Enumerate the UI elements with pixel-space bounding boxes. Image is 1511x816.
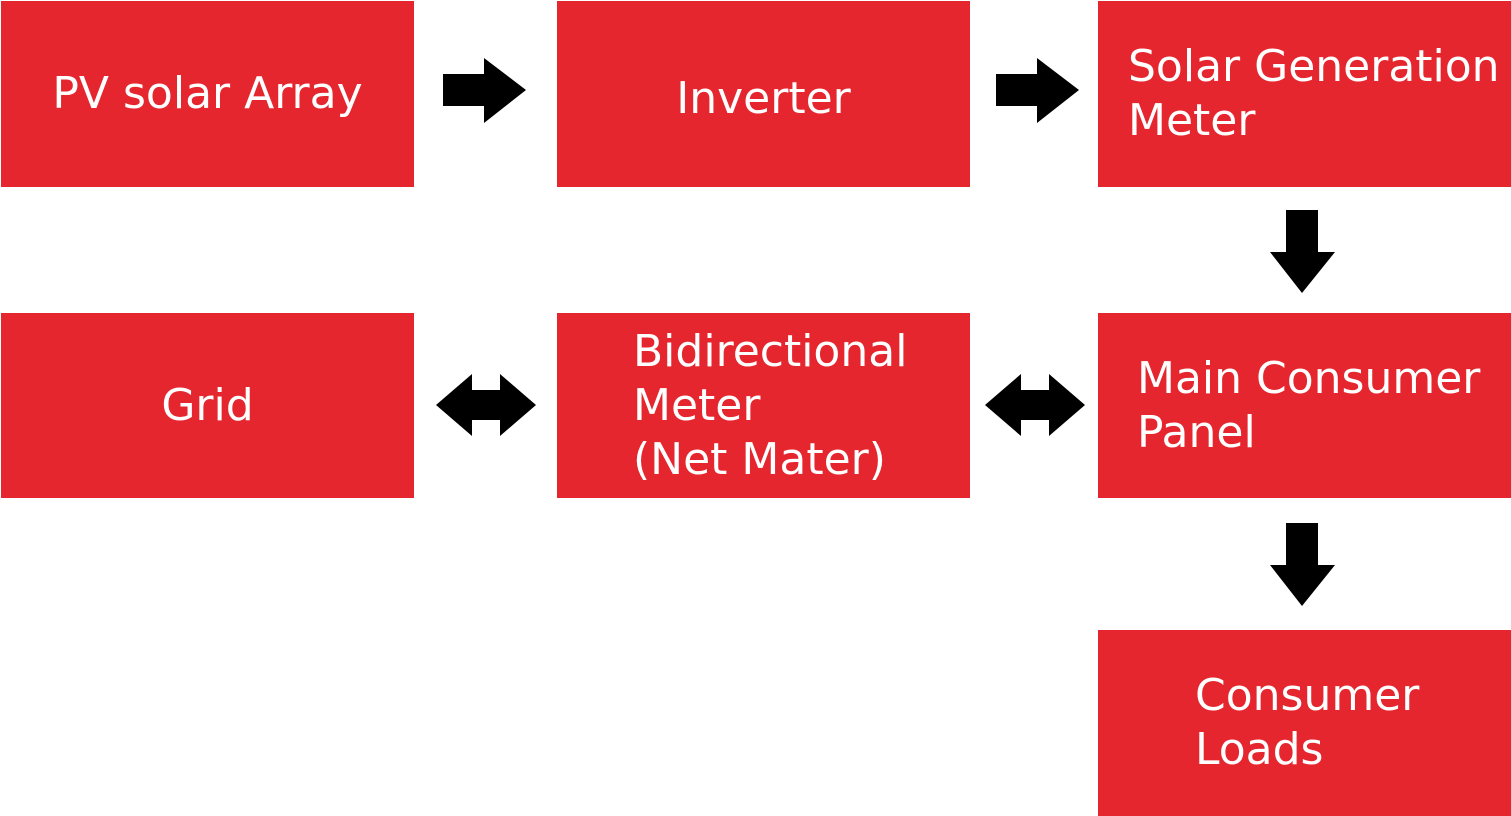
right-arrow-pv-to-inverter — [443, 58, 526, 123]
consumer-loads-box: Consumer Loads — [1098, 630, 1511, 816]
main-consumer-panel-line-2: Panel — [1137, 406, 1256, 458]
down-arrow-meter-to-panel — [1270, 210, 1335, 293]
bidirectional-meter-line-1: Bidirectional — [633, 325, 908, 377]
solar-generation-meter-line-2: Meter — [1128, 95, 1256, 146]
double-arrow-grid-to-bidirectional — [436, 374, 536, 436]
down-arrow-panel-to-loads — [1270, 523, 1335, 606]
grid-box: Grid — [1, 313, 414, 498]
pv-solar-array-box: PV solar Array — [1, 1, 414, 187]
bidirectional-meter-line-3: (Net Mater) — [633, 433, 886, 485]
consumer-loads-line-1: Consumer — [1195, 670, 1420, 721]
solar-generation-meter-box: Solar Generation Meter — [1098, 1, 1511, 187]
inverter-line-1: Inverter — [676, 73, 851, 124]
bidirectional-meter-box: Bidirectional Meter (Net Mater) — [557, 313, 970, 498]
double-arrow-bidirectional-to-panel — [985, 374, 1085, 436]
consumer-loads-line-2: Loads — [1195, 724, 1324, 775]
consumer-loads-label: Consumer Loads — [1195, 669, 1419, 777]
grid-line-1: Grid — [161, 379, 254, 431]
pv-solar-array-line-1: PV solar Array — [52, 68, 363, 119]
right-arrow-inverter-to-meter — [996, 58, 1079, 123]
inverter-label: Inverter — [676, 72, 850, 126]
solar-generation-meter-line-1: Solar Generation — [1128, 41, 1500, 92]
main-consumer-panel-box: Main Consumer Panel — [1098, 313, 1511, 498]
main-consumer-panel-label: Main Consumer Panel — [1137, 352, 1480, 460]
grid-label: Grid — [161, 379, 253, 433]
bidirectional-meter-label: Bidirectional Meter (Net Mater) — [633, 325, 907, 487]
bidirectional-meter-line-2: Meter — [633, 379, 761, 431]
inverter-box: Inverter — [557, 1, 970, 187]
solar-generation-meter-label: Solar Generation Meter — [1128, 40, 1500, 148]
main-consumer-panel-line-1: Main Consumer — [1137, 352, 1481, 404]
pv-solar-array-label: PV solar Array — [52, 67, 362, 121]
